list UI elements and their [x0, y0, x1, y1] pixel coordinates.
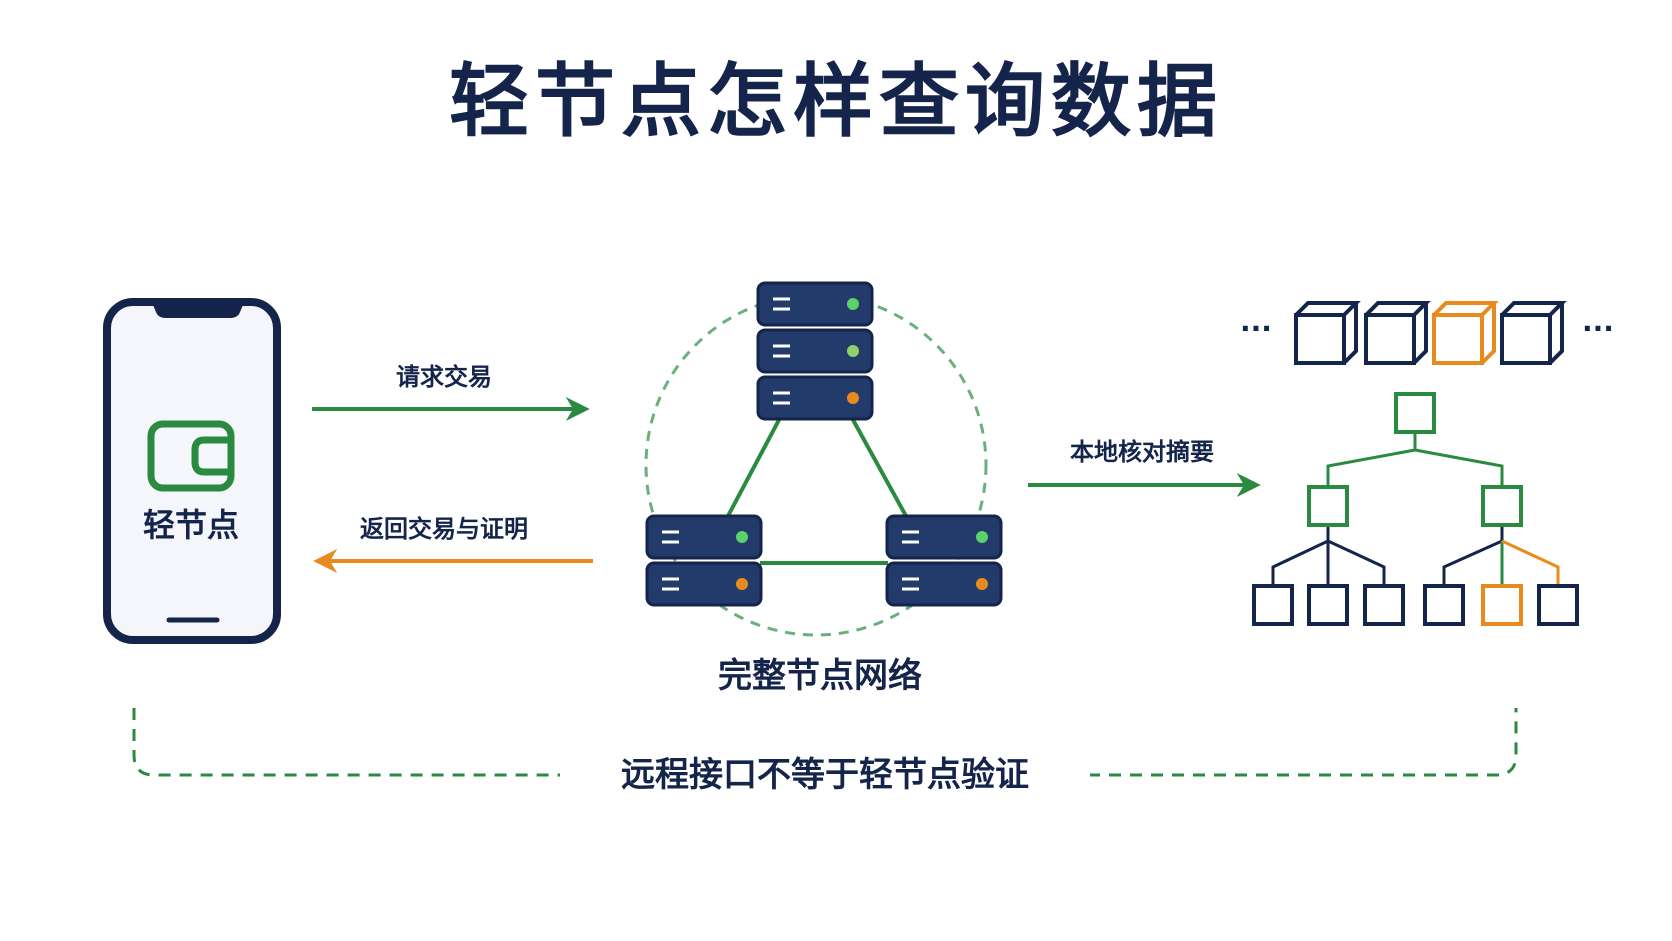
full-node-network-label: 完整节点网络 [718, 656, 922, 696]
request-label: 请求交易 [396, 363, 492, 391]
bracket-left [132, 708, 560, 777]
chain-ellipsis-left: ··· [1240, 312, 1272, 345]
block-cube-icon [1500, 301, 1567, 365]
server-rack-icon [756, 281, 874, 421]
response-label: 返回交易与证明 [360, 515, 528, 543]
merkle-leaf-node-highlighted [1481, 584, 1523, 626]
merkle-leaf-node [1423, 584, 1465, 626]
wallet-icon [147, 420, 235, 492]
merkle-leaf-node [1307, 584, 1349, 626]
merkle-leaf-node [1363, 584, 1405, 626]
network-links [726, 417, 908, 565]
merkle-leaf-node [1252, 584, 1294, 626]
chain-ellipsis-right: ··· [1582, 312, 1614, 345]
merkle-tree [1252, 392, 1579, 626]
merkle-branch-node [1481, 485, 1523, 527]
footer-note: 远程接口不等于轻节点验证 [560, 753, 1090, 797]
merkle-leaf-node [1537, 584, 1579, 626]
block-cube-icon [1294, 301, 1361, 365]
block-cube-icon [1364, 301, 1431, 365]
page-title: 轻节点怎样查询数据 [449, 55, 1223, 148]
light-node-label: 轻节点 [142, 506, 239, 544]
merkle-branch-node [1307, 485, 1349, 527]
verify-label: 本地核对摘要 [1070, 438, 1214, 466]
merkle-root-node [1394, 392, 1436, 434]
server-rack-icon [885, 514, 1003, 607]
bracket-right [1088, 708, 1518, 777]
phone-notch [150, 298, 246, 318]
block-cube-icon-highlighted [1432, 301, 1499, 365]
block-chain [1294, 301, 1567, 365]
server-rack-icon [645, 514, 763, 607]
light-node-phone [103, 298, 281, 644]
